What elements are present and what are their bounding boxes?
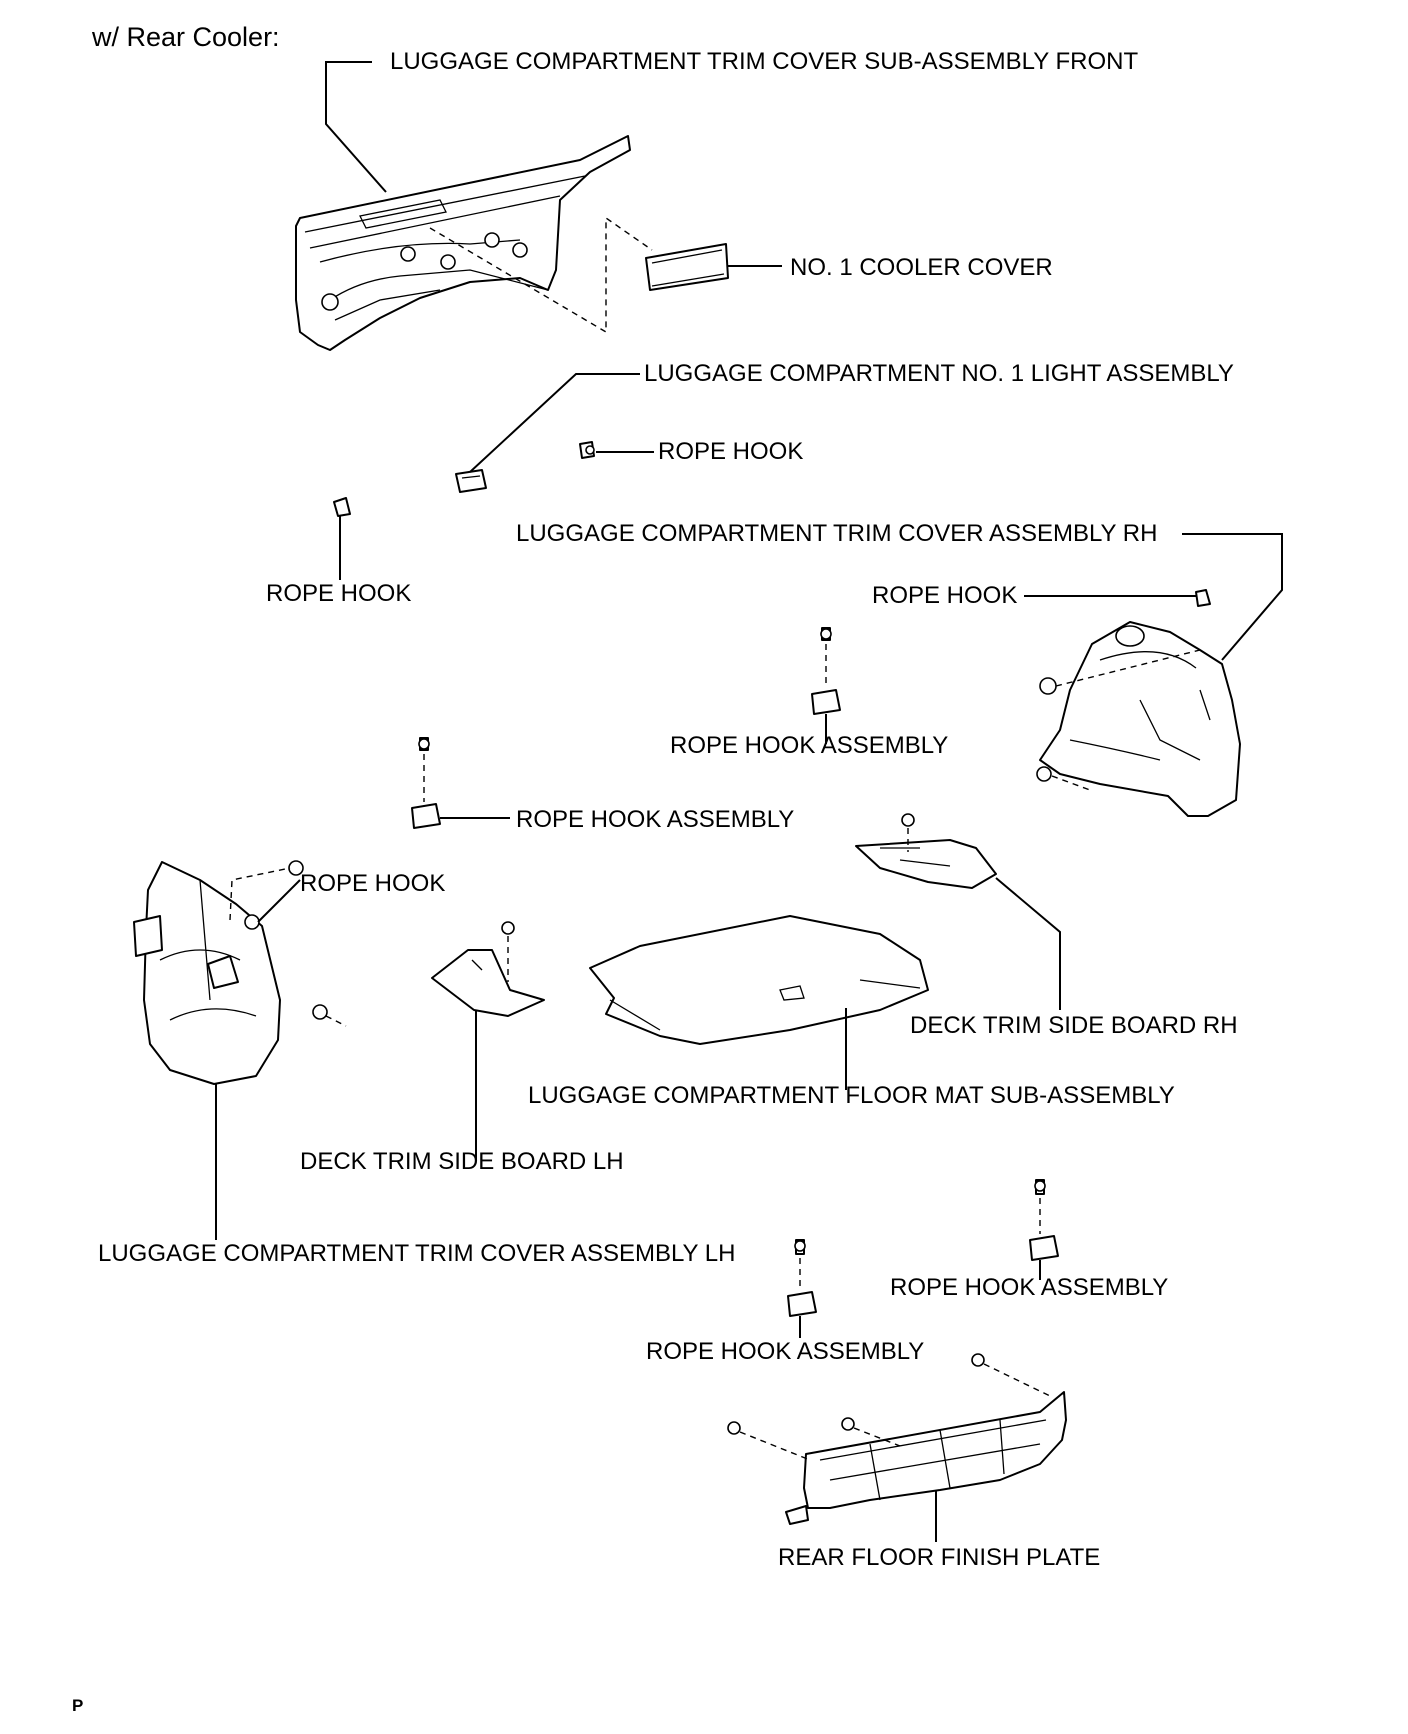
label-floor-mat: LUGGAGE COMPARTMENT FLOOR MAT SUB-ASSEMB… — [528, 1082, 1175, 1109]
rope-hook-left-part — [333, 497, 351, 517]
rope-hook-assembly-left-part — [411, 737, 441, 829]
diagram-header: w/ Rear Cooler: — [92, 22, 280, 52]
trim-cover-front-part — [295, 135, 631, 351]
label-rope-hook-assembly-center: ROPE HOOK ASSEMBLY — [670, 732, 949, 759]
finish-plate-part — [727, 1353, 1067, 1525]
label-rope-hook-assembly-lower: ROPE HOOK ASSEMBLY — [646, 1338, 925, 1365]
deck-board-lh-part — [431, 921, 545, 1017]
label-rope-hook-upper: ROPE HOOK — [658, 438, 804, 465]
footer-code: P — [72, 1696, 84, 1715]
floor-mat-part — [589, 915, 929, 1045]
label-deck-board-lh: DECK TRIM SIDE BOARD LH — [300, 1148, 624, 1175]
rope-hook-assembly-lower-right-part — [1029, 1179, 1059, 1261]
trim-cover-rh-part — [1036, 621, 1241, 817]
leader-trim-cover-front — [325, 61, 387, 193]
label-trim-cover-front: LUGGAGE COMPARTMENT TRIM COVER SUB-ASSEM… — [390, 48, 1139, 75]
rope-hook-upper-part — [579, 441, 595, 459]
label-deck-board-rh: DECK TRIM SIDE BOARD RH — [910, 1012, 1238, 1039]
label-trim-cover-rh: LUGGAGE COMPARTMENT TRIM COVER ASSEMBLY … — [516, 520, 1158, 547]
label-rope-hook-assembly-lower-right: ROPE HOOK ASSEMBLY — [890, 1274, 1169, 1301]
leader-trim-cover-rh — [1182, 533, 1283, 661]
trim-cover-lh-part — [133, 860, 328, 1085]
label-finish-plate: REAR FLOOR FINISH PLATE — [778, 1544, 1101, 1571]
label-cooler-cover: NO. 1 COOLER COVER — [790, 254, 1053, 281]
label-rope-hook-left: ROPE HOOK — [266, 580, 412, 607]
light-assembly-part — [455, 469, 487, 493]
leader-deck-board-rh — [995, 877, 1061, 1010]
label-rope-hook-assembly-left: ROPE HOOK ASSEMBLY — [516, 806, 795, 833]
rope-hook-rh-part — [1195, 589, 1211, 607]
rope-hook-assembly-lower-part — [787, 1239, 817, 1317]
label-light-assembly: LUGGAGE COMPARTMENT NO. 1 LIGHT ASSEMBLY — [644, 360, 1234, 387]
leader-light-assembly — [469, 373, 640, 473]
label-rope-hook-lh: ROPE HOOK — [300, 870, 446, 897]
rope-hook-assembly-center-part — [811, 627, 841, 715]
deck-board-rh-part — [855, 813, 997, 889]
label-rope-hook-rh: ROPE HOOK — [872, 582, 1018, 609]
label-trim-cover-lh: LUGGAGE COMPARTMENT TRIM COVER ASSEMBLY … — [98, 1240, 736, 1267]
leader-rope-hook-lh — [257, 879, 301, 923]
cooler-cover-part — [645, 243, 729, 291]
